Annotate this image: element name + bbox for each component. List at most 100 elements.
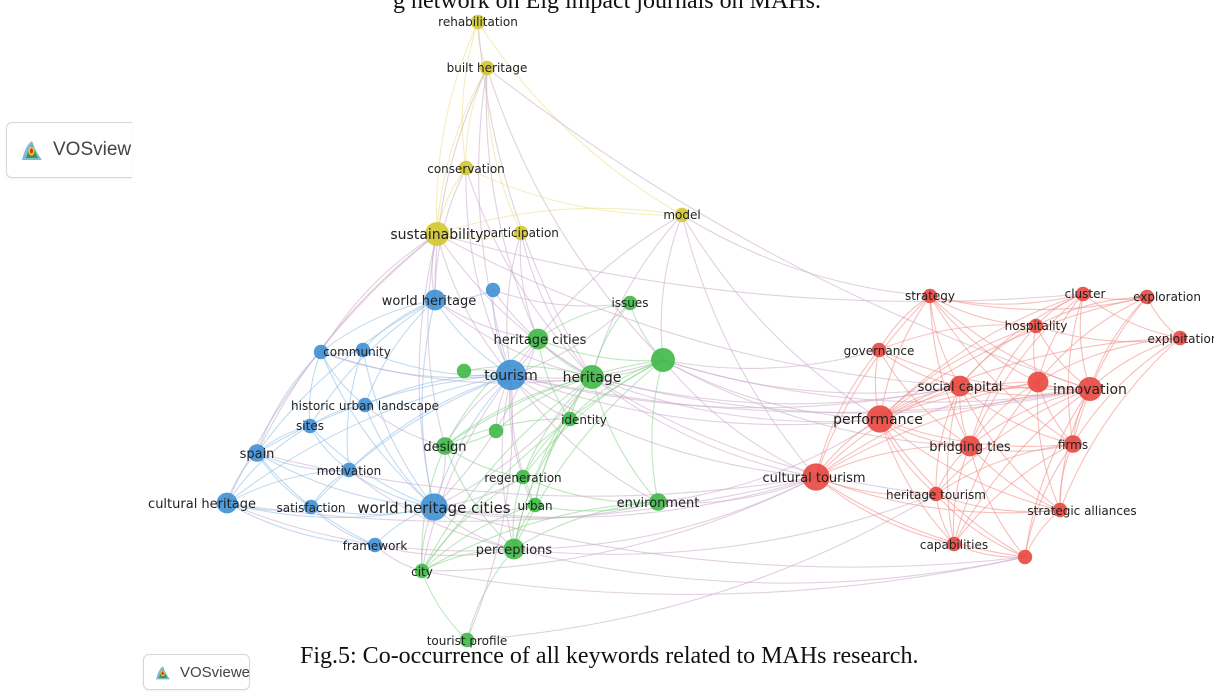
edge-cultural_tourism-red_bottom [815, 476, 1026, 558]
edge-model-green_hub [660, 214, 683, 361]
edge-perceptions-heritage_tourism [513, 493, 937, 555]
edge-built_heritage-heritage_cities [485, 67, 539, 340]
edge-bridging_ties-capabilities [952, 445, 971, 545]
edge-tourism-environment [510, 374, 659, 503]
label-sustainability: sustainability [390, 227, 483, 243]
edge-historic_urban_landscape-design [364, 404, 446, 447]
edge-heritage-regeneration [522, 376, 593, 478]
edge-bridging_ties-cultural_tourism [815, 445, 971, 478]
node-innovation [1078, 377, 1102, 401]
edge-heritage-perceptions [513, 376, 593, 550]
edge-sustainability-tourism [436, 233, 512, 376]
edge-strategy-red_hub [929, 295, 1039, 383]
edge-model-strategy [681, 214, 931, 297]
edge-governance-innovation [878, 349, 1091, 391]
label-community: community [323, 345, 391, 359]
label-firms: firms [1058, 438, 1088, 452]
label-performance: performance [833, 412, 923, 428]
edge-tourism-cultural_heritage [226, 374, 512, 504]
node-satisfaction [303, 499, 319, 515]
edge-participation-heritage_cities [519, 232, 539, 340]
edge-urban-city [421, 504, 536, 572]
node-red-bottom [1017, 549, 1033, 565]
edge-urban-environment [534, 501, 659, 512]
edge-spain-cultural_tourism [256, 452, 817, 497]
edge-exploration-firms [1072, 296, 1148, 445]
label-identity: identity [561, 413, 607, 427]
node-green-small1 [456, 363, 472, 379]
edge-identity-urban [534, 418, 571, 506]
node-red-hub [1027, 371, 1049, 393]
edge-innovation-cultural_tourism [815, 388, 1091, 478]
node-spain [248, 444, 266, 462]
node-green-small2 [488, 423, 504, 439]
label-built-heritage: built heritage [447, 61, 528, 75]
edge-conservation-heritage [465, 167, 593, 378]
node-world-heritage [424, 289, 446, 311]
edge-built_heritage-world_heritage [434, 67, 488, 301]
node-rehabilitation [470, 14, 486, 30]
edge-hospitality-governance [878, 324, 1037, 351]
edge-tourism-performance [510, 374, 881, 426]
edge-innovation-capabilities [953, 388, 1091, 545]
edge-city-tourist_profile [421, 570, 468, 641]
edge-world_heritage_cities-environment [433, 501, 659, 519]
edge-community-world_heritage_cities [320, 351, 435, 508]
edge-heritage_tourism-strategic_alliances [935, 493, 1061, 513]
node-cultural-heritage [216, 492, 238, 514]
node-city [414, 563, 430, 579]
label-cluster: cluster [1065, 287, 1106, 301]
edge-built_heritage-participation [486, 67, 522, 234]
node-historic-urban-landscape [357, 397, 373, 413]
label-exploration: exploration [1133, 290, 1201, 304]
edge-model-tourism [510, 214, 683, 376]
edge-heritage-city [421, 376, 593, 572]
edge-hospitality-performance [879, 325, 1037, 420]
edge-sustainability-design [427, 233, 446, 447]
label-design: design [423, 440, 466, 455]
edge-satisfaction-world_heritage_cities [310, 506, 435, 515]
label-strategic-alliances: strategic alliances [1027, 504, 1136, 518]
edge-built_heritage-innovation [486, 67, 1091, 390]
edge-environment-city [421, 501, 659, 572]
label-issues: issues [611, 296, 648, 310]
edge-world_heritage-world_heritage_cities [421, 299, 436, 508]
node-sustainability [425, 222, 449, 246]
edge-cultural_heritage-framework [226, 502, 376, 546]
edge-sustainability-social_capital [436, 233, 961, 387]
edge-social_capital-capabilities [946, 385, 961, 545]
label-historic-urban-landscape: historic urban landscape [291, 399, 439, 413]
node-framework [367, 537, 383, 553]
edge-tourism-cultural_tourism [510, 374, 817, 478]
node-blue-unlabeled [485, 282, 501, 298]
edge-innovation-red_bottom [1024, 388, 1091, 558]
edge-heritage-heritage_tourism [591, 376, 937, 495]
node-social-capital [949, 375, 971, 397]
edge-hospitality-exploitation [1035, 325, 1181, 343]
edge-sustainability-spain [256, 233, 438, 454]
label-regeneration: regeneration [484, 471, 561, 485]
edge-green_hub-perceptions [513, 359, 664, 550]
label-city: city [411, 565, 433, 579]
label-world-heritage: world heritage [382, 294, 476, 309]
edge-built_heritage-tourism [478, 67, 512, 376]
edge-built_heritage-green_hub [486, 67, 664, 361]
label-governance: governance [844, 344, 915, 358]
edge-environment-perceptions [513, 501, 659, 550]
label-motivation: motivation [317, 464, 382, 478]
label-participation: participation [483, 226, 559, 240]
edge-perceptions-red_bottom [513, 548, 1026, 584]
edge-model-sustainability [436, 207, 683, 235]
edge-design-perceptions [444, 445, 515, 550]
edge-community_node2-tourism [362, 349, 512, 377]
node-issues [622, 295, 638, 311]
edge-issues-heritage [591, 302, 631, 378]
node-urban [527, 497, 543, 513]
edge-cultural_tourism-strategic_alliances [815, 476, 1061, 514]
edge-world_heritage-heritage_cities [434, 299, 539, 340]
edge-firms-red_bottom [1024, 443, 1074, 558]
edge-regeneration-city [421, 476, 524, 572]
node-participation [513, 225, 529, 241]
edge-green_hub-governance [662, 349, 880, 369]
edge-cluster-bridging_ties [969, 293, 1084, 447]
